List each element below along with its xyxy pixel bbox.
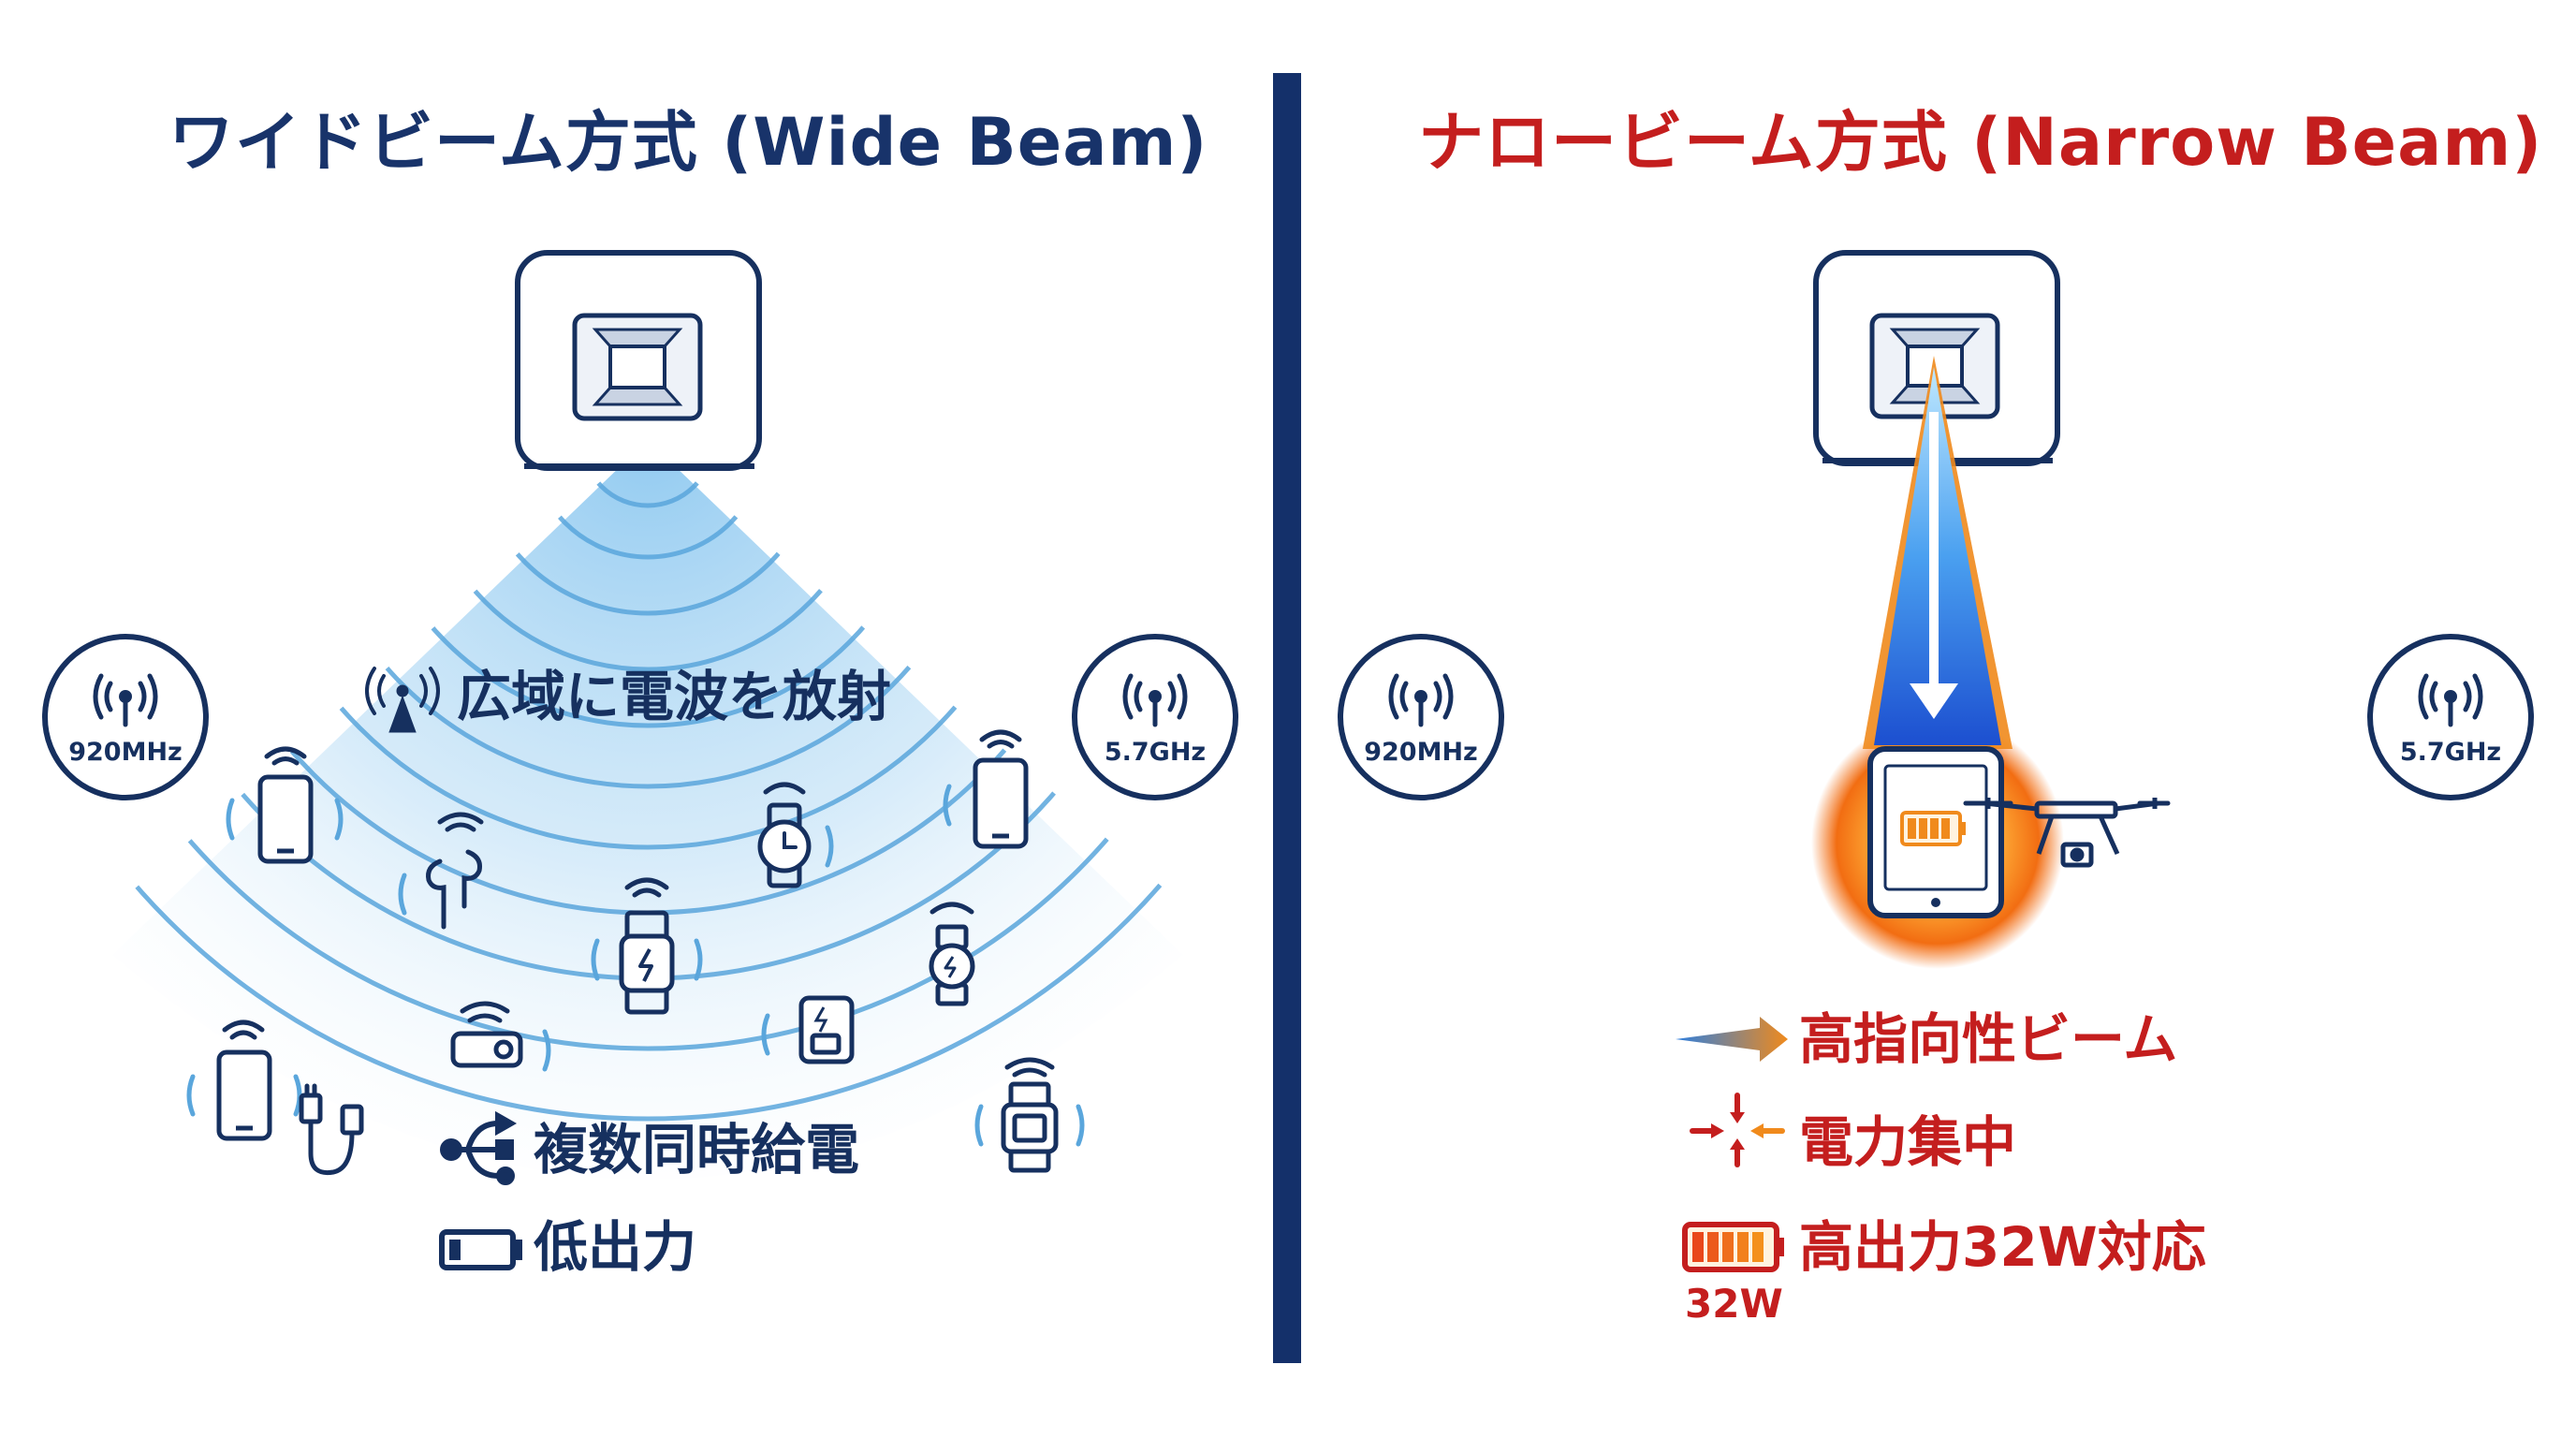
power-focus-label: 電力集中 xyxy=(1799,1110,2017,1174)
band-badge-920mhz-right xyxy=(1338,634,1504,800)
smartwatch-charging-icon xyxy=(591,877,703,1015)
smartphone-icon xyxy=(186,1020,302,1141)
band-label-57ghz-left: 5.7GHz xyxy=(1104,738,1207,767)
wide-transmitter-device xyxy=(515,250,762,471)
smartphone-icon xyxy=(226,746,344,864)
directional-arrow-icon xyxy=(1676,1017,1788,1062)
analog-watch-icon xyxy=(757,782,834,888)
wireless-charger-icon xyxy=(761,995,855,1064)
band-badge-57ghz-right xyxy=(2367,634,2534,800)
smartphone-icon xyxy=(943,729,1029,849)
antenna-icon xyxy=(365,667,440,733)
earbuds-icon xyxy=(398,812,484,930)
projector-icon xyxy=(450,1001,551,1072)
band-label-920mhz-right: 920MHz xyxy=(1364,738,1478,767)
full-battery-icon xyxy=(1682,1222,1784,1272)
center-divider xyxy=(1273,73,1301,1363)
narrow-beam xyxy=(1863,356,2012,749)
usb-cable-icon xyxy=(299,1083,364,1176)
high-directivity-label: 高指向性ビーム xyxy=(1799,1007,2178,1071)
drone-icon xyxy=(1963,798,2171,868)
band-label-920mhz-left: 920MHz xyxy=(68,738,183,767)
multi-charge-label: 複数同時給電 xyxy=(534,1118,860,1181)
tablet-battery-icon xyxy=(1900,811,1966,846)
wave-caption: 広域に電波を放射 xyxy=(457,665,892,728)
high-output-label: 高出力32W対応 xyxy=(1799,1215,2206,1279)
narrow-beam-title: ナロービーム方式 (Narrow Beam) xyxy=(1418,104,2543,181)
band-label-57ghz-right: 5.7GHz xyxy=(2399,738,2502,767)
focus-arrows-icon xyxy=(1690,1093,1785,1167)
band-badge-57ghz-left xyxy=(1072,634,1238,800)
wide-beam-title: ワイドビーム方式 (Wide Beam) xyxy=(168,104,1208,181)
smartwatch-icon xyxy=(974,1057,1085,1173)
smartwatch-icon xyxy=(929,902,975,1006)
low-power-label: 低出力 xyxy=(534,1215,697,1279)
battery-watt-label: 32W xyxy=(1685,1281,1783,1327)
band-badge-920mhz-left xyxy=(42,634,209,800)
low-battery-icon xyxy=(439,1229,522,1270)
share-hub-icon xyxy=(440,1110,518,1185)
tablet-icon xyxy=(1867,746,2004,918)
